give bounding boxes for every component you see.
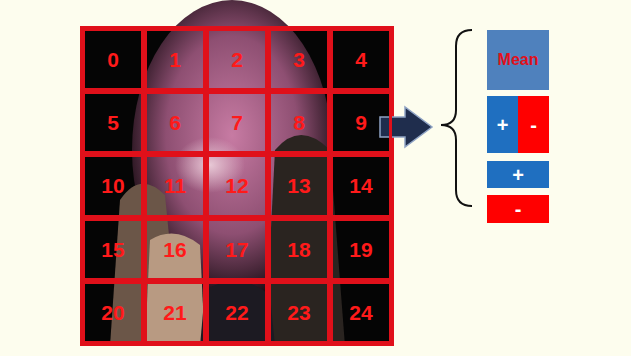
cell-number: 0 [107, 49, 119, 70]
sign-label: - [530, 115, 537, 135]
positive-half: + [487, 96, 518, 153]
cell-number: 13 [287, 175, 310, 196]
grid-cell: 6 [144, 91, 206, 154]
grid-border [82, 28, 393, 345]
cell-number: 23 [287, 302, 310, 323]
grid-cell: 5 [82, 91, 144, 154]
negative-bar: - [487, 195, 549, 223]
grid-cell: 1 [144, 28, 206, 91]
sign-label: + [497, 115, 509, 135]
person-hands [145, 234, 205, 346]
cell-number: 12 [225, 175, 248, 196]
sign-label: - [515, 199, 522, 219]
grid-cell: 11 [144, 154, 206, 217]
cell-number: 21 [163, 302, 186, 323]
grid-cell: 8 [268, 91, 330, 154]
cell-number: 3 [293, 49, 305, 70]
positive-bar: + [487, 161, 549, 188]
cell-number: 2 [231, 49, 243, 70]
cell-number: 8 [293, 112, 305, 133]
curly-brace [441, 30, 472, 206]
grid-cell: 17 [206, 218, 268, 281]
cell-number: 10 [101, 175, 124, 196]
negative-half: - [518, 96, 549, 153]
grid-cell: 2 [206, 28, 268, 91]
grid-cell: 7 [206, 91, 268, 154]
grid-cell: 21 [144, 281, 206, 344]
cell-number: 1 [169, 49, 181, 70]
cell-number: 20 [101, 302, 124, 323]
cell-number: 15 [101, 239, 124, 260]
cell-number: 24 [349, 302, 372, 323]
grid-cell: 18 [268, 218, 330, 281]
grid-cell: 16 [144, 218, 206, 281]
grid-cell: 12 [206, 154, 268, 217]
grid-cell: 3 [268, 28, 330, 91]
grid-cell: 10 [82, 154, 144, 217]
grid-cell: 19 [330, 218, 392, 281]
cell-number: 6 [169, 112, 181, 133]
grid-cell: 0 [82, 28, 144, 91]
grid-cell: 13 [268, 154, 330, 217]
cell-number: 16 [163, 239, 186, 260]
cell-number: 5 [107, 112, 119, 133]
grid-cell: 23 [268, 281, 330, 344]
cell-number: 17 [225, 239, 248, 260]
person-right [265, 135, 345, 346]
cell-number: 22 [225, 302, 248, 323]
mean-box: Mean [487, 30, 549, 90]
grid-cell: 15 [82, 218, 144, 281]
block-arrow [380, 107, 432, 147]
grid-cell: 9 [330, 91, 392, 154]
cell-number: 19 [349, 239, 372, 260]
cell-number: 4 [355, 49, 367, 70]
grid-cell: 24 [330, 281, 392, 344]
cell-number: 11 [164, 175, 186, 196]
grid-cell: 14 [330, 154, 392, 217]
cell-number: 9 [355, 112, 367, 133]
sign-label: + [512, 165, 524, 185]
cell-number: 7 [231, 112, 243, 133]
cell-number: 14 [349, 175, 372, 196]
grid-cell: 4 [330, 28, 392, 91]
grid-cell: 20 [82, 281, 144, 344]
mean-label: Mean [498, 52, 539, 68]
grid-cell: 22 [206, 281, 268, 344]
person-center [200, 281, 275, 346]
cell-number: 18 [287, 239, 310, 260]
